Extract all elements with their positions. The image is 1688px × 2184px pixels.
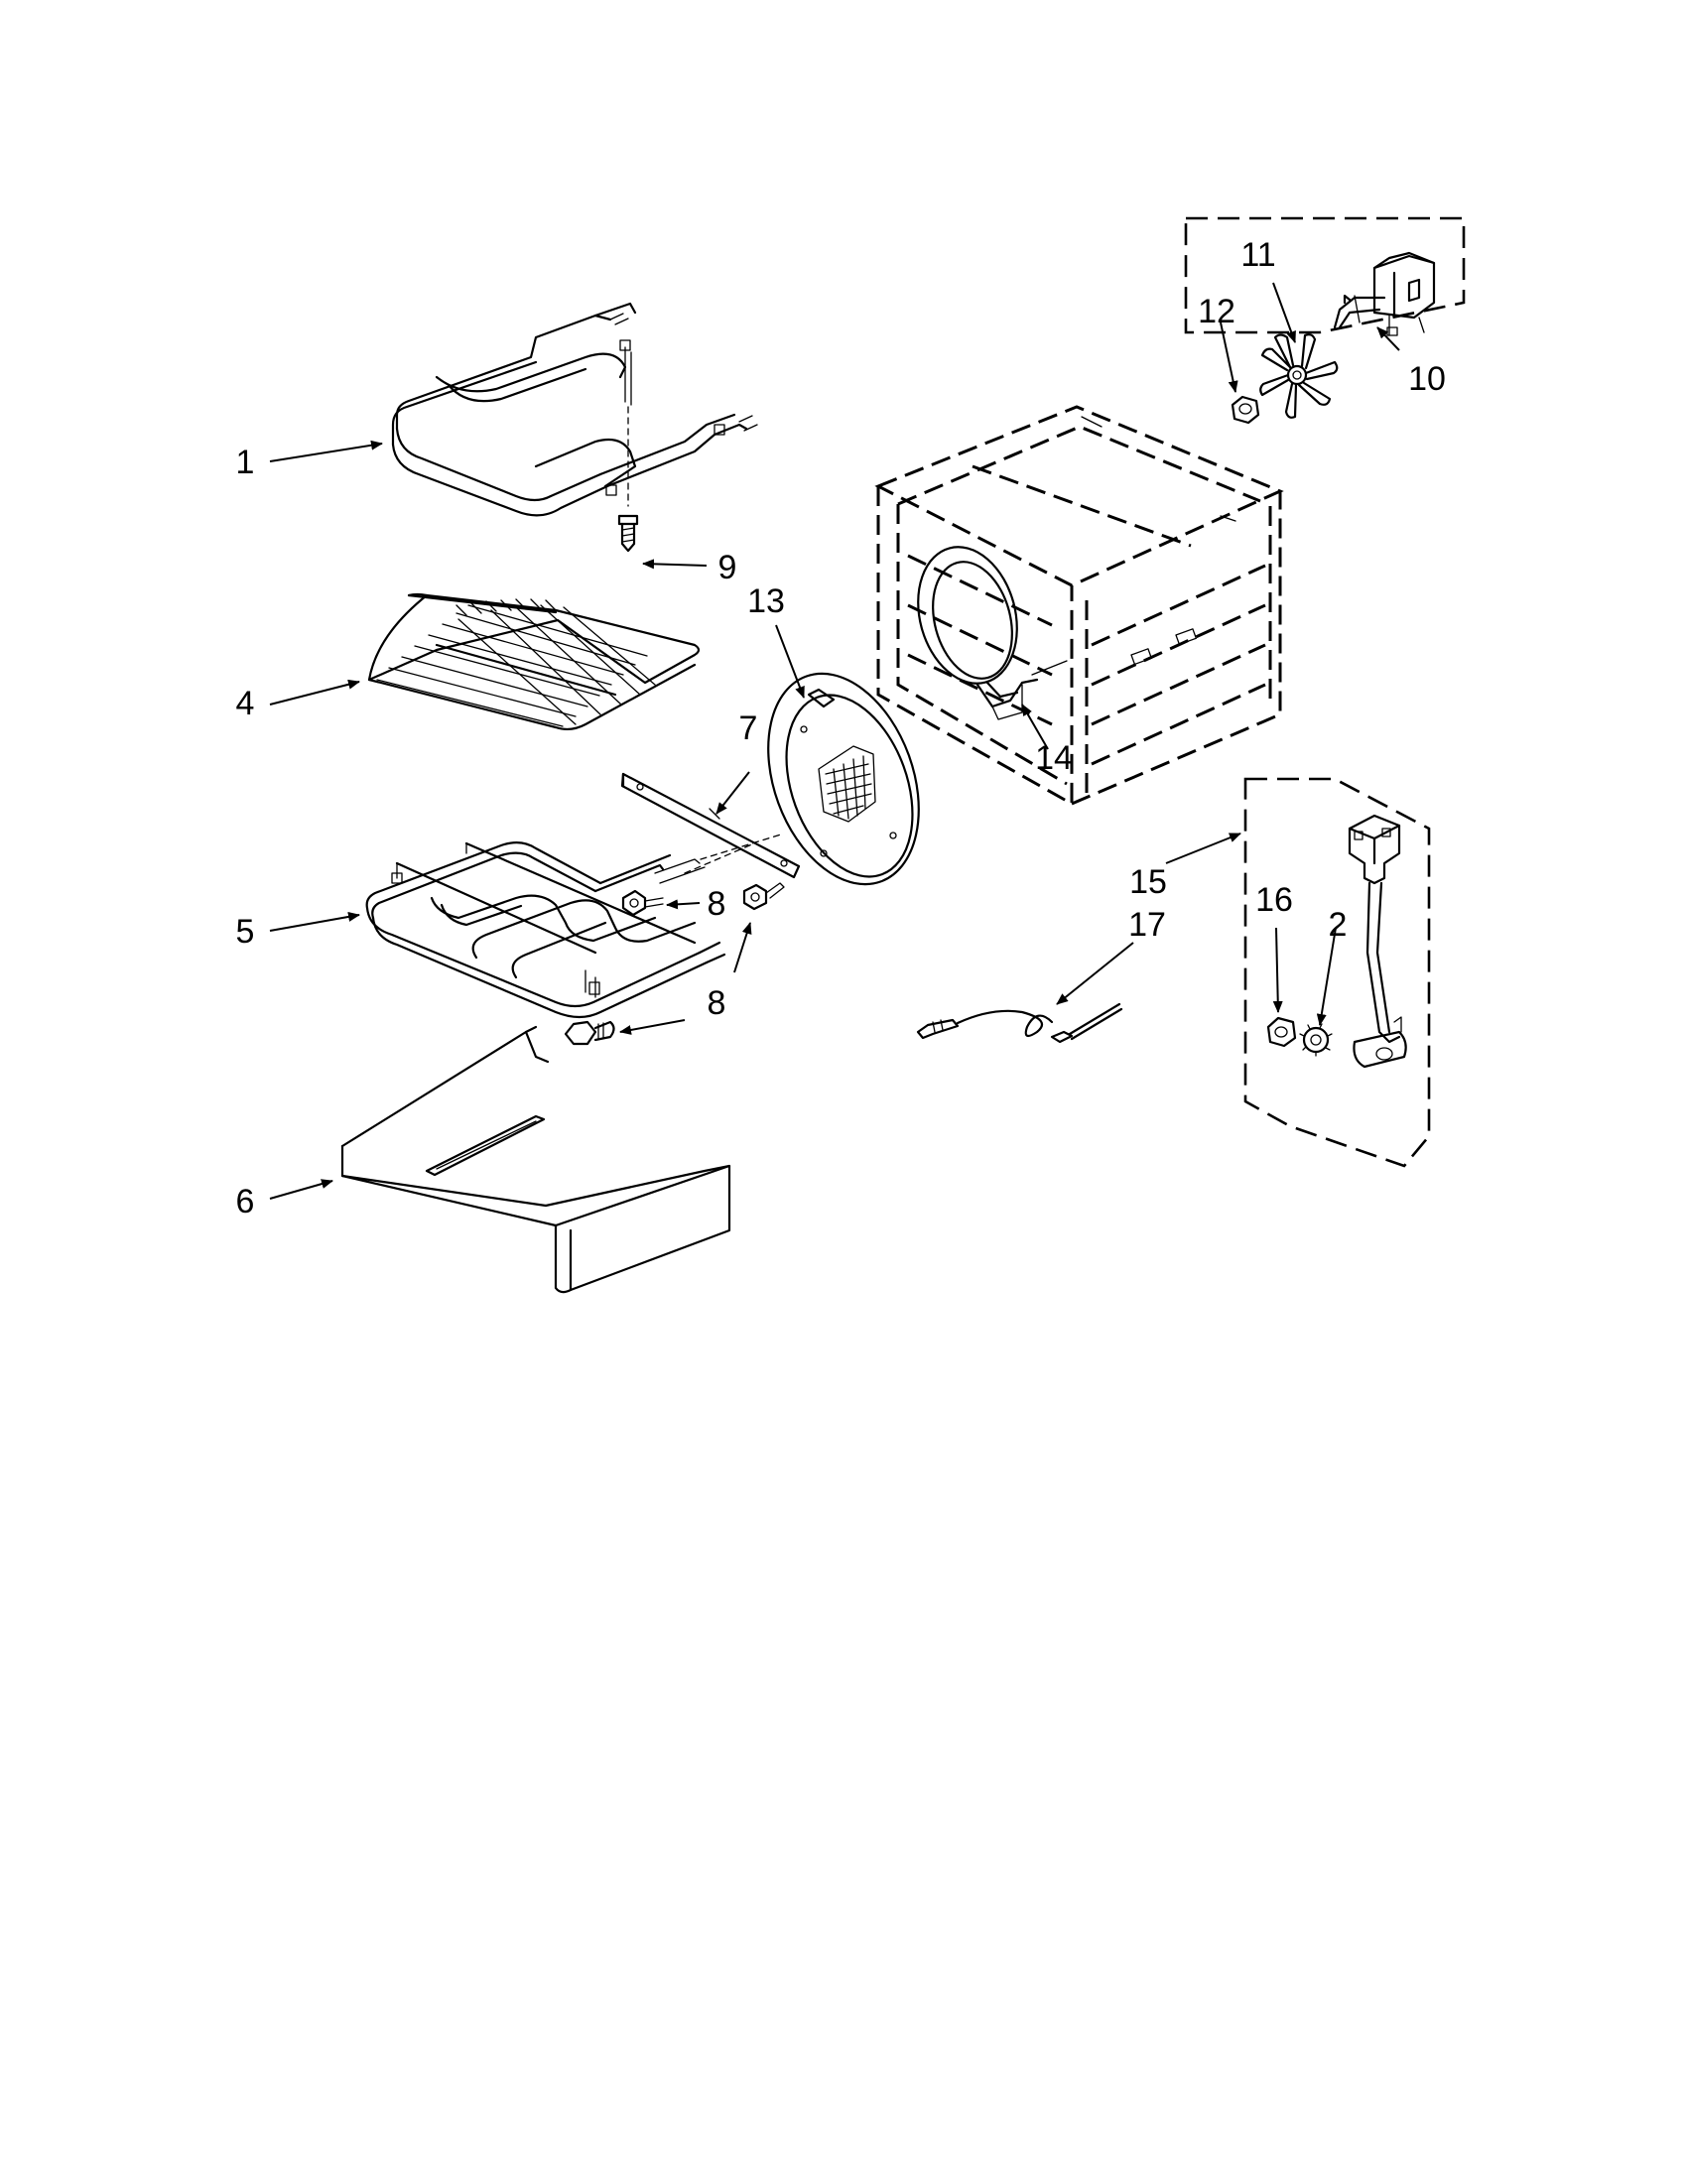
callout-14: 14 <box>1035 739 1073 777</box>
fan-blade-part[interactable] <box>1259 333 1339 419</box>
oven-cavity <box>874 405 1284 807</box>
oven-rack-part[interactable] <box>367 592 701 731</box>
callout-6: 6 <box>236 1183 255 1220</box>
upper-element-part[interactable] <box>391 302 758 517</box>
callout-9: 9 <box>718 549 737 586</box>
callout-13: 13 <box>747 582 785 620</box>
convection-element-part[interactable] <box>904 536 1068 720</box>
nut-part-12[interactable] <box>1231 395 1260 425</box>
callout-4: 4 <box>236 685 255 722</box>
broiler-pan-part[interactable] <box>340 1025 731 1294</box>
callout-labels: 1 4 5 6 7 8 8 9 13 14 10 11 12 15 16 2 1… <box>236 236 1446 1220</box>
callout-8-lower: 8 <box>708 984 726 1022</box>
bracket-part-7[interactable] <box>620 772 801 879</box>
callout-arrows <box>269 282 1400 1200</box>
nut-part-16[interactable] <box>1266 1016 1297 1048</box>
screw-part-8a[interactable] <box>621 889 664 917</box>
callout-16: 16 <box>1255 881 1293 919</box>
callout-12: 12 <box>1198 293 1235 330</box>
washer-part-2[interactable] <box>1299 1023 1333 1057</box>
callout-5: 5 <box>236 913 255 951</box>
temperature-probe-part[interactable] <box>916 1002 1123 1044</box>
callout-17: 17 <box>1128 906 1166 944</box>
callout-15: 15 <box>1129 863 1167 901</box>
fan-cover-grille <box>818 745 876 823</box>
fan-cover-part[interactable] <box>741 653 947 906</box>
callout-8-upper: 8 <box>708 885 726 923</box>
lower-element-part[interactable] <box>365 833 785 1019</box>
callout-7: 7 <box>739 709 758 747</box>
callout-11: 11 <box>1240 236 1275 274</box>
screw-part-8b[interactable] <box>742 882 785 911</box>
callout-2: 2 <box>1329 906 1348 944</box>
bracket-part-15[interactable] <box>1348 814 1407 1069</box>
screw-part-8c[interactable] <box>564 1020 615 1046</box>
screw-part-9[interactable] <box>617 406 639 553</box>
callout-1: 1 <box>236 444 255 481</box>
callout-10: 10 <box>1408 360 1446 398</box>
fan-bracket-group <box>1243 777 1431 1168</box>
motor-part[interactable] <box>1333 251 1436 336</box>
convection-motor-group <box>1184 216 1466 334</box>
